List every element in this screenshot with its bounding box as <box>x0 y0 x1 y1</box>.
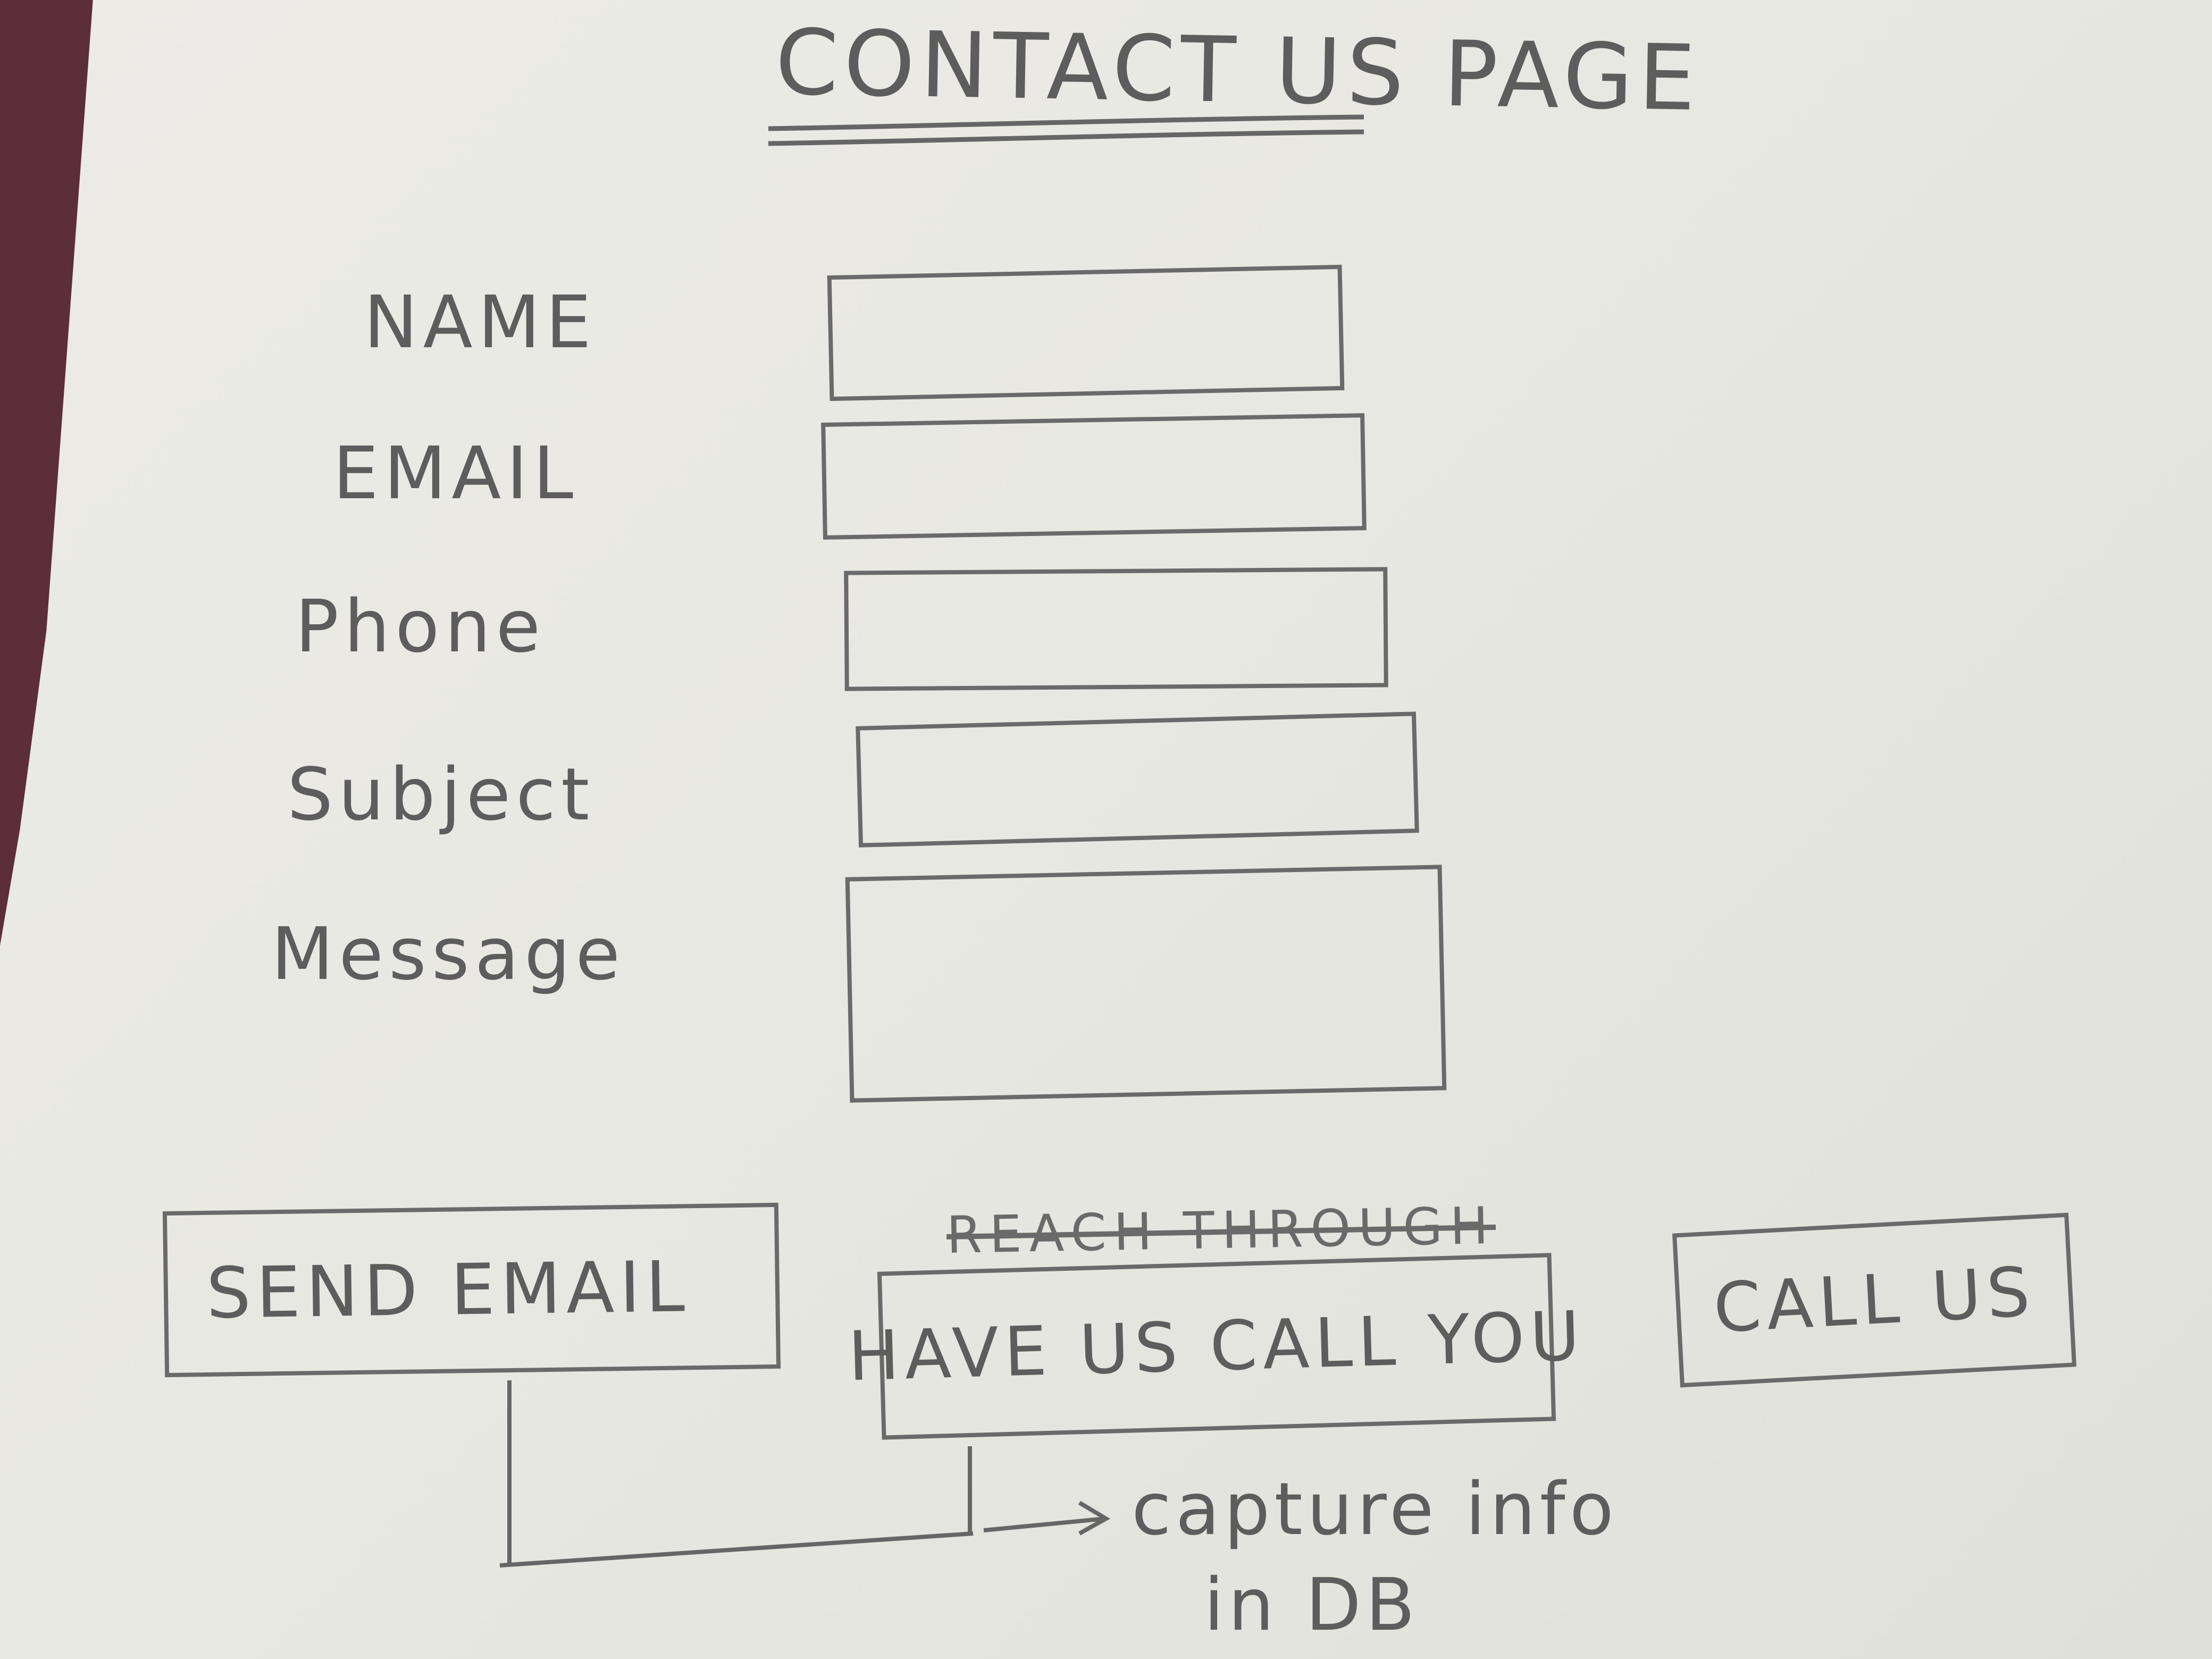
call-us-button[interactable]: CALL US <box>1672 1212 2077 1388</box>
message-textarea[interactable] <box>845 865 1447 1103</box>
subject-label: Subject <box>287 753 595 837</box>
phone-input[interactable] <box>844 567 1388 691</box>
send-email-button[interactable]: SEND EMAIL <box>162 1202 781 1378</box>
name-input[interactable] <box>827 264 1345 401</box>
annotation-line-2: in DB <box>1204 1563 1420 1647</box>
have-us-call-you-button[interactable]: HAVE US CALL YOU <box>847 1253 1586 1440</box>
page-title: CONTACT US PAGE <box>774 10 1702 132</box>
name-label: NAME <box>364 281 597 365</box>
subject-input[interactable] <box>856 711 1419 848</box>
email-label: EMAIL <box>333 432 579 516</box>
annotation-line-1: capture info <box>1132 1468 1618 1552</box>
message-label: Message <box>271 912 626 996</box>
struck-out-label: REACH THROUGH <box>946 1195 1496 1266</box>
phone-label: Phone <box>295 585 546 669</box>
email-input[interactable] <box>821 413 1367 540</box>
